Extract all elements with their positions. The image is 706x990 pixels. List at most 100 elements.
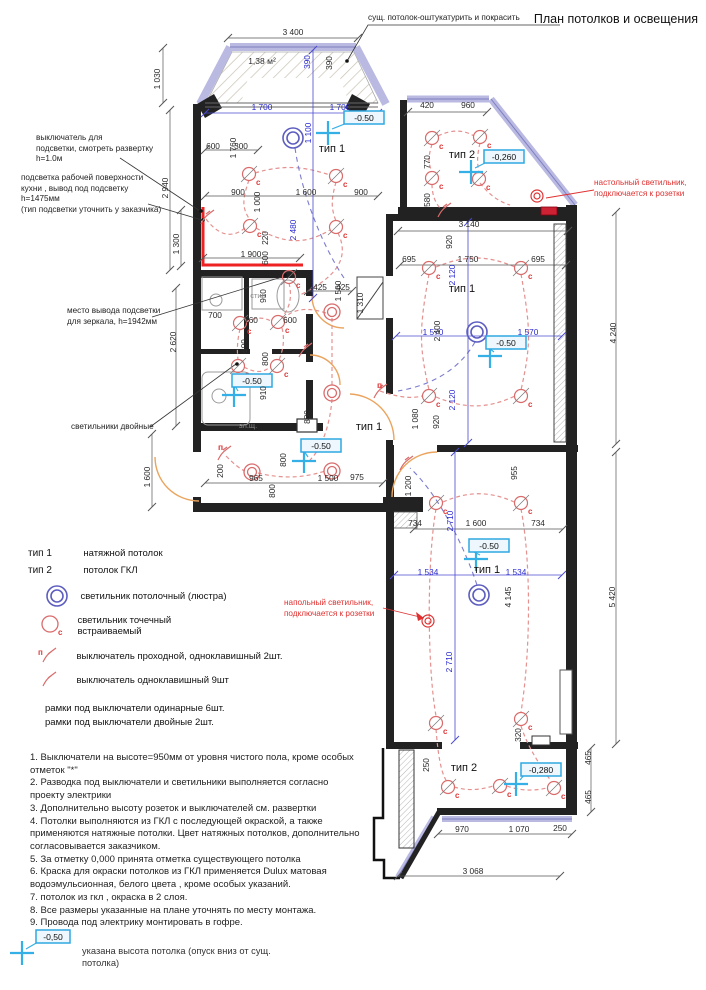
ceiling-height-badge: -0.50 — [464, 538, 510, 571]
kitchen-backlight-line — [201, 207, 303, 267]
dimension-label: 390 — [324, 56, 334, 70]
ceiling-height-badge: -0.50 — [222, 373, 273, 407]
legend-type-2: тип 2 потолок ГКЛ — [28, 560, 138, 578]
dimension-label: 1 570 — [518, 327, 539, 337]
spot-letter: с — [455, 791, 460, 800]
dimension-tick — [198, 253, 208, 263]
dimension-tick — [555, 871, 565, 881]
spot-tick — [423, 129, 441, 147]
spot-tick — [439, 778, 457, 796]
dimension-label: 800 — [267, 484, 277, 498]
dimension-label: 920 — [431, 415, 441, 429]
dimension-label: 1 070 — [509, 824, 530, 834]
dimension-label: 425 — [313, 282, 327, 292]
dimension-label: 1 750 — [458, 254, 479, 264]
spot-tick — [512, 259, 530, 277]
chandelier-light — [468, 584, 490, 606]
legend-type-code: тип 2 — [28, 565, 52, 576]
chandelier-inner — [470, 325, 484, 339]
dimension-label: 390 — [302, 55, 312, 69]
spot-letter: с — [439, 182, 444, 191]
spot-circle — [440, 779, 456, 795]
badge-box — [300, 438, 342, 453]
legend-item-spot: с светильник точечный встраиваемый — [38, 613, 171, 639]
dimension-tick — [563, 226, 573, 236]
dimension-tick — [391, 331, 401, 341]
legend-type-label: натяжной потолок — [83, 548, 163, 559]
plug-in-lamp — [530, 189, 544, 203]
dimension-label: 700 — [208, 310, 222, 320]
switch-symbol — [373, 383, 388, 399]
dimension-label: 1 700 — [330, 102, 351, 112]
chandelier-inner — [286, 131, 300, 145]
spot-circle — [328, 168, 344, 184]
switch-symbol — [399, 455, 414, 471]
spot-light: с — [420, 259, 441, 281]
annotation-switch-backlight: выключатель для подсветки, смотреть разв… — [36, 133, 154, 164]
fixtures-layer — [201, 276, 384, 426]
double-light-inner — [326, 465, 338, 477]
legend-type-1: тип 1 натяжной потолок — [28, 543, 163, 561]
spot-circle — [269, 358, 285, 374]
dimension-label: 2 620 — [168, 331, 178, 352]
dimension-tick — [450, 447, 460, 457]
dimension-tick — [200, 191, 210, 201]
switch-icon — [42, 671, 57, 687]
legend-item-label: светильник точечный встраиваемый — [77, 615, 172, 637]
chandelier-light — [282, 127, 304, 149]
spot-tick — [420, 259, 438, 277]
spot-circle — [424, 170, 440, 186]
annotation-table-lamp: настольный светильник, подключается к ро… — [594, 178, 687, 198]
spot-circle — [428, 715, 444, 731]
spot-tick — [269, 313, 287, 331]
room-type-label: тип 1 — [449, 283, 475, 295]
dimension-label: 3 068 — [463, 866, 484, 876]
annotation-mirror-backlight: место вывода подсветки для зеркала, h=19… — [67, 306, 161, 326]
spot-light: с — [327, 167, 348, 189]
legend-item-switch-pass: п выключатель проходной, одноклавишный 2… — [38, 647, 282, 665]
dimension-label: 4 240 — [608, 322, 618, 343]
spot-light: с — [427, 714, 448, 736]
dimension-tick — [558, 524, 568, 534]
spot-letter: с — [439, 142, 444, 151]
dimension-label: 580 — [422, 193, 432, 207]
windows-layer — [196, 43, 578, 879]
switch-symbol — [217, 445, 232, 461]
dimension-label: 734 — [531, 518, 545, 528]
dimension-label: 250 — [421, 758, 431, 772]
dimension-tick — [389, 570, 399, 580]
dimension-label: 320 — [513, 728, 523, 742]
spot-letter: с — [296, 281, 301, 290]
dimension-label: 600 — [206, 141, 220, 151]
dimension-tick — [463, 217, 473, 227]
spot-light: с — [512, 710, 533, 732]
chandelier-outer — [466, 321, 488, 343]
badge-box — [35, 929, 71, 944]
room-type-label: тип 2 — [449, 149, 475, 161]
spot-circle — [232, 315, 248, 331]
spot-letter: с — [487, 141, 492, 150]
misc-label: эл.щ. — [239, 421, 257, 430]
dimension-label: 465 — [583, 790, 593, 804]
spot-light: с — [471, 128, 492, 150]
spot-circle — [546, 780, 562, 796]
legend-type-label: потолок ГКЛ — [83, 565, 138, 576]
spot-circle — [513, 260, 529, 276]
spot-letter: с — [436, 400, 441, 409]
note-line: 9. Провода под электрику монтировать в г… — [30, 917, 243, 929]
spot-letter: с — [257, 230, 262, 239]
dimension-tick — [557, 570, 567, 580]
dimension-label: 830 — [302, 410, 312, 424]
dimension-tick — [373, 191, 383, 201]
badge-value: -0.50 — [496, 338, 516, 348]
dimension-label: 2 940 — [160, 177, 170, 198]
footnote-text: указана высота потолка (опуск вниз от су… — [82, 946, 271, 969]
badge-box — [231, 373, 273, 388]
misc-label: стир — [250, 291, 266, 300]
dimension-label: 900 — [354, 187, 368, 197]
svg-text:с: с — [58, 628, 63, 637]
spot-light: с — [241, 217, 262, 239]
dimension-tick — [158, 98, 168, 108]
spot-light: с — [427, 494, 448, 516]
